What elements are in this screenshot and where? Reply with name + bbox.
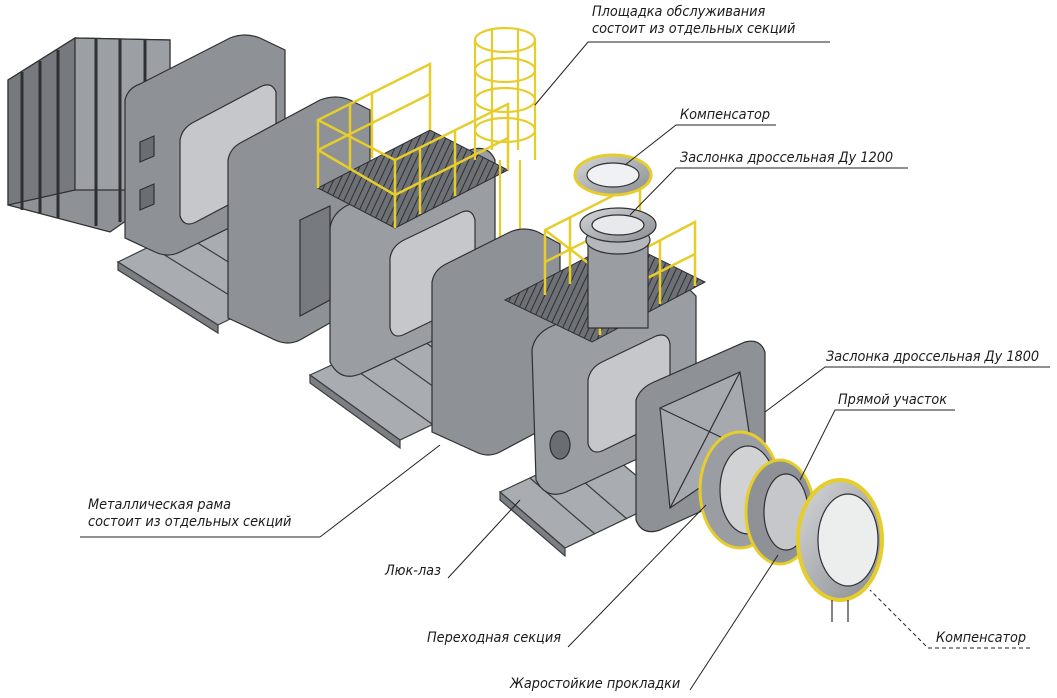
label-damper-1200: Заслонка дроссельная Ду 1200 — [680, 150, 894, 166]
label-frame: Металлическая рама состоит из отдельных … — [88, 497, 291, 531]
service-platform-1 — [316, 26, 537, 240]
label-straight-section: Прямой участок — [838, 392, 948, 408]
label-manhole: Люк-лаз — [385, 563, 441, 579]
ladder-cage — [473, 26, 537, 240]
label-platform-line1: Площадка обслуживания — [592, 4, 766, 20]
compensator-bottom — [796, 478, 884, 622]
label-damper-1800: Заслонка дроссельная Ду 1800 — [826, 349, 1040, 365]
label-transition-section: Переходная секция — [427, 630, 561, 646]
label-frame-line2: состоит из отдельных секций — [88, 514, 292, 530]
label-compensator-top: Компенсатор — [680, 107, 771, 123]
label-platform-line2: состоит из отдельных секций — [592, 21, 796, 37]
label-platform: Площадка обслуживания состоит из отдельн… — [592, 4, 795, 38]
service-platform-2 — [503, 179, 707, 343]
label-compensator-bottom: Компенсатор — [936, 630, 1027, 646]
label-frame-line1: Металлическая рама — [88, 497, 232, 513]
leader-lines — [80, 41, 1050, 691]
label-gaskets: Жаростойкие прокладки — [510, 676, 681, 692]
compensator-top — [573, 153, 653, 197]
damper-1200-body — [579, 207, 657, 329]
